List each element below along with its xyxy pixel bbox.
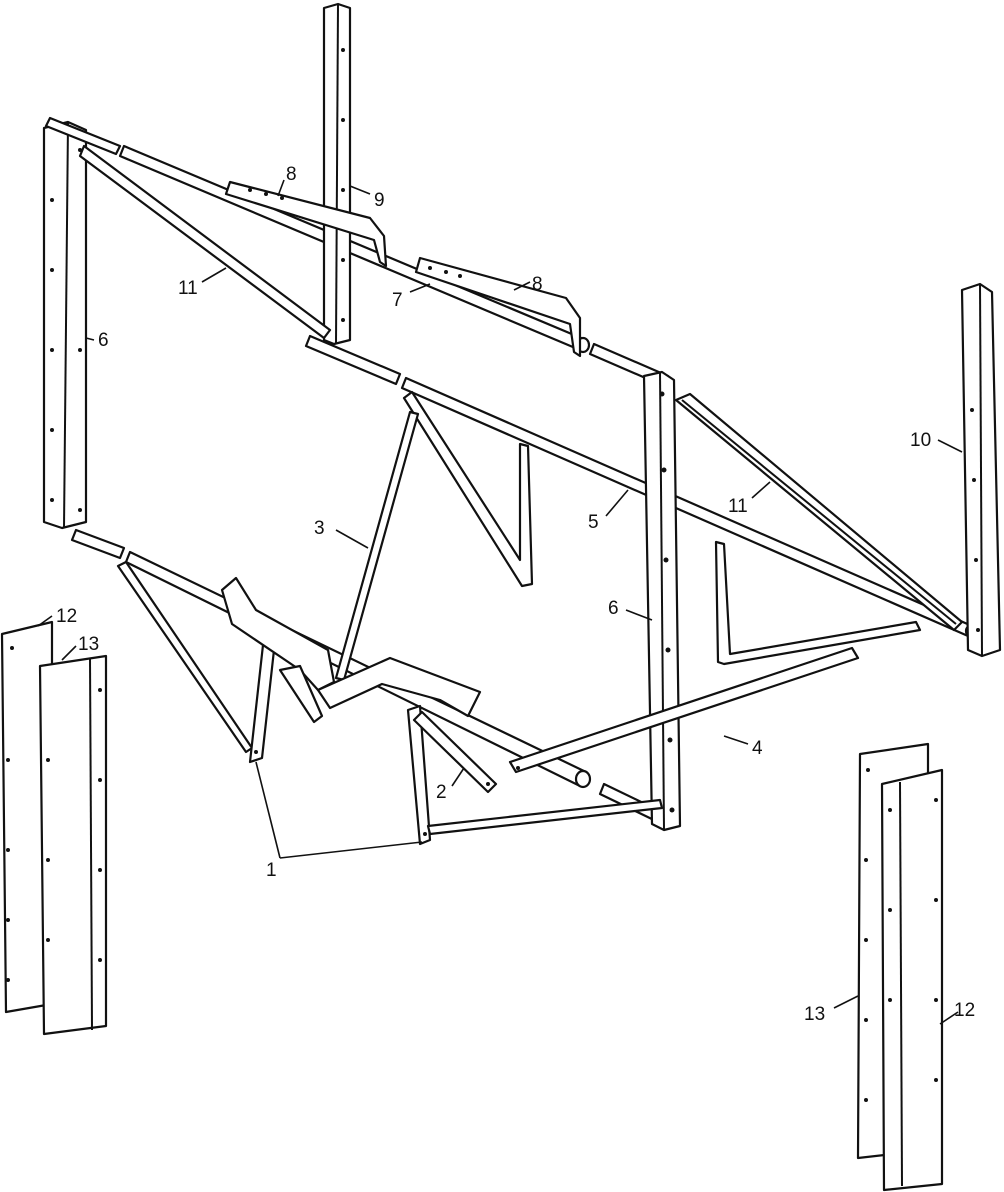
leader-12b [939,1011,959,1025]
leader-11a [201,267,227,283]
leader-1b [279,841,423,859]
callout-6a: 6 [98,330,109,351]
floor-rail [426,798,664,836]
callout-8b: 8 [532,274,543,295]
top-rail-7 [118,144,591,354]
top-rail-left-stub [44,116,122,156]
side-panel-13-left [38,654,108,1036]
leader-12a [37,615,53,627]
bottom-rail-left-stub [70,528,126,560]
leader-1 [255,761,281,859]
leader-9 [349,185,371,195]
leader-5 [605,489,629,517]
callout-labels: 1 2 3 4 5 6 6 7 8 8 9 10 11 11 12 13 13 … [56,164,975,1025]
leader-10 [937,439,963,453]
leader-8b [513,281,531,291]
leader-4 [723,735,749,745]
leader-3 [335,529,369,549]
callout-5: 5 [588,512,599,533]
leader-13b [833,995,859,1009]
callout-3: 3 [314,518,325,539]
left-upright-6 [42,120,88,530]
far-right-upright-10 [960,282,1002,658]
callout-11a: 11 [178,278,198,299]
leader-6a [85,337,95,341]
middle-rail-left-stub [304,334,402,386]
leader-8a [277,179,285,197]
seat-bracket [220,576,482,724]
right-upright-6 [642,370,682,832]
leader-11b [751,481,771,499]
side-panel-12-right [880,768,944,1192]
middle-rail-5 [400,376,980,639]
leader-2 [451,767,465,787]
tie-rod-4 [508,646,860,774]
support-leg-1-right [406,704,432,846]
callout-8a: 8 [286,164,297,185]
diagonal-brace-right-11 [674,392,964,632]
callout-7: 7 [392,290,403,311]
callout-6b: 6 [608,598,619,619]
lower-right-bracket [714,540,922,666]
middle-support-bracket [402,390,534,588]
leader-lines [37,179,963,1025]
leader-13a [61,645,77,661]
callout-12a: 12 [56,606,77,627]
diagonal-brace-left-11 [78,144,332,340]
callout-1: 1 [266,860,277,881]
callout-2: 2 [436,782,447,803]
leader-6b [625,609,653,621]
callout-4: 4 [752,738,763,759]
callout-11b: 11 [728,496,748,517]
rear-upright-9 [322,2,352,346]
callout-13a: 13 [78,634,99,655]
leader-7 [409,283,431,293]
callout-13b: 13 [804,1004,825,1025]
callout-10: 10 [910,430,931,451]
rail-bracket-8-lower [414,256,582,358]
rail-bracket-8-upper [224,180,388,268]
strut-3 [334,410,420,682]
callout-9: 9 [374,190,385,211]
callout-12b: 12 [954,1000,975,1021]
